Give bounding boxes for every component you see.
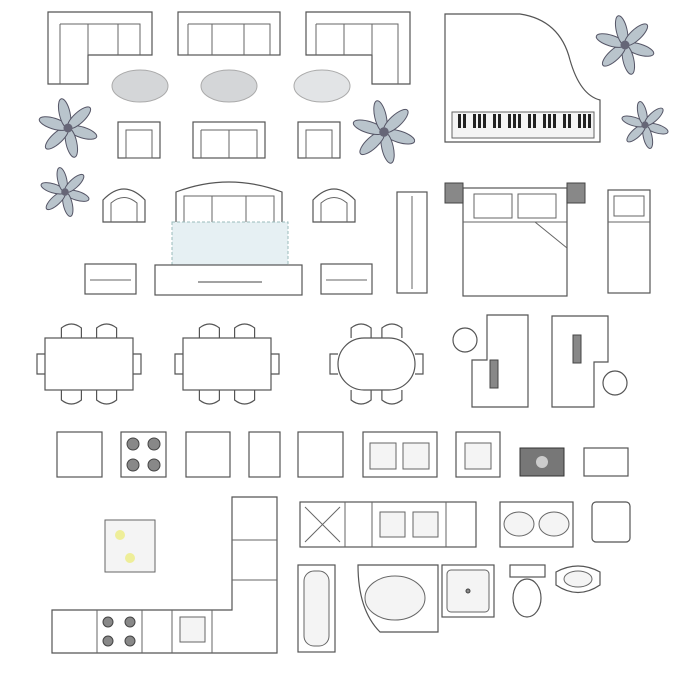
rug-oval	[293, 69, 351, 103]
dining-table	[329, 323, 424, 405]
piano-black-key	[528, 114, 531, 128]
piano-black-key	[508, 114, 511, 128]
piano-black-key	[588, 114, 591, 128]
shower-tray	[441, 564, 495, 618]
piano-black-key	[563, 114, 566, 128]
potted-plant	[621, 101, 669, 149]
double-washbasin	[499, 501, 574, 548]
desk	[551, 315, 628, 408]
chair	[381, 323, 403, 338]
piano-black-key	[578, 114, 581, 128]
chair	[234, 323, 256, 338]
piano-black-key	[543, 114, 546, 128]
armchair-rounded	[102, 188, 146, 223]
chair	[381, 390, 403, 405]
tv-unit	[154, 264, 303, 296]
shower-drain-mat	[591, 501, 631, 543]
kitchen-cabinet-narrow	[248, 431, 281, 478]
piano-black-key	[483, 114, 486, 128]
chair	[60, 323, 82, 338]
piano-black-key	[548, 114, 551, 128]
sofa-l-right	[305, 11, 411, 85]
potted-plant	[595, 15, 655, 75]
chair	[60, 390, 82, 405]
sofa-l-left	[47, 11, 153, 85]
dining-table	[36, 323, 142, 405]
sofa-curved	[175, 181, 283, 226]
piano-black-key	[493, 114, 496, 128]
piano-black-key	[473, 114, 476, 128]
kitchen-cabinet	[297, 431, 344, 478]
chair	[96, 323, 118, 338]
desk	[452, 314, 529, 408]
potted-plant	[38, 98, 98, 158]
chair	[198, 390, 220, 405]
dining-table	[174, 323, 280, 405]
chair	[350, 323, 372, 338]
kitchen-counter	[299, 501, 477, 548]
loveseat	[192, 121, 266, 159]
piano-black-key	[533, 114, 536, 128]
piano-black-key	[498, 114, 501, 128]
chair	[234, 390, 256, 405]
double-sink	[362, 431, 438, 478]
piano-black-key	[478, 114, 481, 128]
piano-black-key	[463, 114, 466, 128]
chair	[350, 390, 372, 405]
grand-piano	[444, 13, 601, 143]
kitchen-cabinet	[56, 431, 103, 478]
sofa-straight	[177, 11, 281, 56]
oven	[519, 447, 565, 477]
square-dining-table	[104, 519, 156, 573]
kitchen-cabinet-low	[583, 447, 629, 477]
bathtub	[297, 564, 336, 653]
piano-black-key	[518, 114, 521, 128]
washbasin	[555, 565, 601, 594]
stove	[120, 431, 167, 478]
piano-black-key	[553, 114, 556, 128]
side-unit	[320, 263, 373, 295]
chair	[96, 390, 118, 405]
armchair	[117, 121, 161, 159]
rug-patterned	[171, 221, 289, 266]
bookshelf	[396, 191, 428, 294]
chair	[36, 353, 142, 375]
piano-black-key	[513, 114, 516, 128]
chair	[198, 323, 220, 338]
chair	[174, 353, 280, 375]
rug-oval	[200, 69, 258, 103]
kitchen-cabinet	[185, 431, 231, 478]
rug-oval	[111, 69, 169, 103]
piano-black-key	[583, 114, 586, 128]
potted-plant	[40, 167, 90, 217]
double-bed	[444, 182, 586, 297]
sink	[455, 431, 501, 478]
side-unit	[84, 263, 137, 295]
l-shaped-kitchen-counter	[51, 496, 278, 654]
armchair-rounded	[312, 188, 356, 223]
piano-black-key	[458, 114, 461, 128]
toilet	[509, 564, 546, 618]
piano-black-key	[568, 114, 571, 128]
corner-bathtub	[357, 564, 439, 633]
single-bed	[607, 189, 651, 294]
potted-plant	[352, 100, 416, 164]
armchair	[297, 121, 341, 159]
